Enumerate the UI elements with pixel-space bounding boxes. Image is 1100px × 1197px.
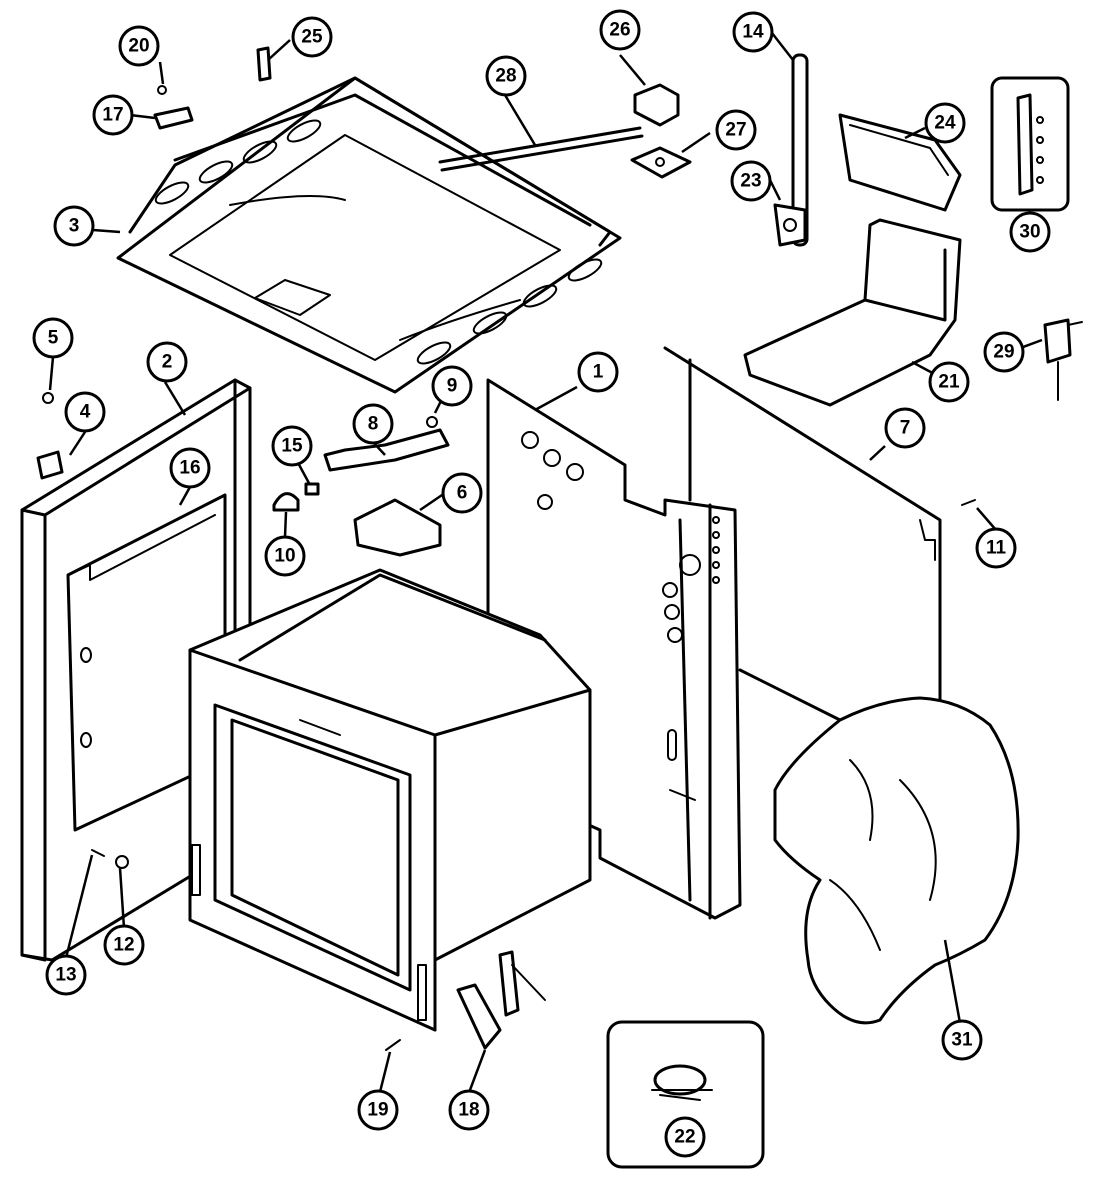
part-20-screw [157,85,167,95]
callout-label: 28 [495,66,516,87]
part-22-inset [606,1020,765,1169]
part-4-grommet [36,450,64,480]
callout-label: 17 [102,105,123,126]
callout-label: 29 [993,342,1014,363]
callout-label: 19 [367,1100,388,1121]
callout-20: 20 [118,25,160,67]
part-31-insulation [773,696,1020,1025]
part-21-duct [743,218,962,407]
part-3-top-pan [116,76,622,394]
part-25-clip [256,46,272,82]
part-11-screw [961,499,976,506]
callout-label: 6 [457,483,468,504]
callout-label: 4 [80,402,91,423]
callout-label: 31 [951,1030,973,1051]
callout-label: 27 [725,120,746,141]
callout-31: 31 [941,1019,983,1061]
part-6-latch [353,498,442,557]
callout-label: 21 [938,372,960,393]
part-8-bracket [323,428,450,472]
callout-9: 9 [431,365,473,407]
part-17-switch [153,106,194,130]
callout-label: 20 [128,36,149,57]
callout-label: 12 [113,935,134,956]
part-14-rod [791,53,809,247]
callout-label: 13 [55,965,76,986]
callout-4: 4 [64,391,106,433]
callout-label: 8 [368,414,379,435]
callout-label: 1 [593,362,604,383]
callout-label: 24 [934,113,956,134]
callout-8: 8 [352,403,394,445]
callout-label: 16 [179,458,200,479]
callout-label: 11 [986,538,1007,559]
part-12-screw [115,855,129,869]
callout-label: 7 [900,418,911,439]
callout-label: 23 [740,171,761,192]
part-13-screw [91,849,105,857]
callout-label: 9 [447,376,458,397]
callout-24: 24 [924,102,966,144]
part-23-bracket [773,203,807,247]
callout-29: 29 [983,331,1025,373]
callout-label: 30 [1019,222,1040,243]
part-19-screw [385,1039,401,1051]
callout-label: 14 [742,22,764,43]
callout-25: 25 [291,16,333,58]
part-10-cap [272,492,300,512]
callout-label: 3 [69,216,80,237]
callout-16: 16 [169,447,211,489]
callout-19: 19 [357,1089,399,1131]
callout-11: 11 [975,527,1017,569]
callout-1: 1 [577,351,619,393]
callout-21: 21 [928,361,970,403]
callout-23: 23 [730,160,772,202]
callout-label: 26 [609,20,630,41]
callout-26: 26 [599,9,641,51]
part-5-screw [42,392,54,404]
callout-label: 25 [301,27,323,48]
callout-12: 12 [103,924,145,966]
callout-label: 22 [674,1127,695,1148]
callout-6: 6 [441,472,483,514]
oven-cavity [188,568,592,1032]
callout-7: 7 [884,407,926,449]
callout-18: 18 [448,1089,490,1131]
callout-label: 15 [281,436,303,457]
callout-28: 28 [485,55,527,97]
part-24-vent [838,113,962,212]
callout-27: 27 [715,109,757,151]
callout-2: 2 [146,341,188,383]
part-15-clip [304,482,320,496]
callout-label: 10 [274,546,295,567]
callout-5: 5 [32,317,74,359]
callout-22: 22 [664,1116,706,1158]
callout-label: 5 [48,328,59,349]
callout-label: 18 [458,1100,479,1121]
part-26-clip [633,83,680,127]
callout-30: 30 [1009,211,1051,253]
part-27-gasket [630,146,692,179]
callout-17: 17 [92,94,134,136]
part-9-screw [426,416,438,428]
part-30-inset [990,76,1070,212]
callout-14: 14 [732,11,774,53]
callout-3: 3 [53,205,95,247]
part-18-hinge [456,950,546,1050]
part-28-rod [438,126,644,172]
callout-10: 10 [264,535,306,577]
part-29-plug [1043,318,1083,401]
callout-13: 13 [45,954,87,996]
callout-15: 15 [271,425,313,467]
callout-label: 2 [162,352,173,373]
part-7-back-panel [663,346,942,722]
